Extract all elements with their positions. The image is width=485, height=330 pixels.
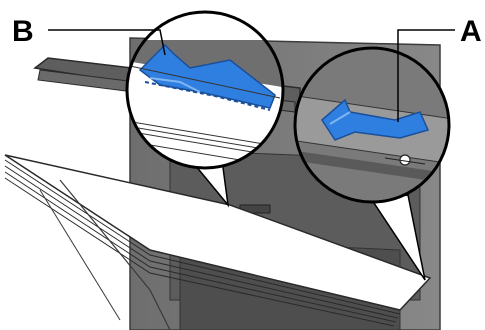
label-b: B [12,15,34,48]
label-a: A [460,15,482,48]
